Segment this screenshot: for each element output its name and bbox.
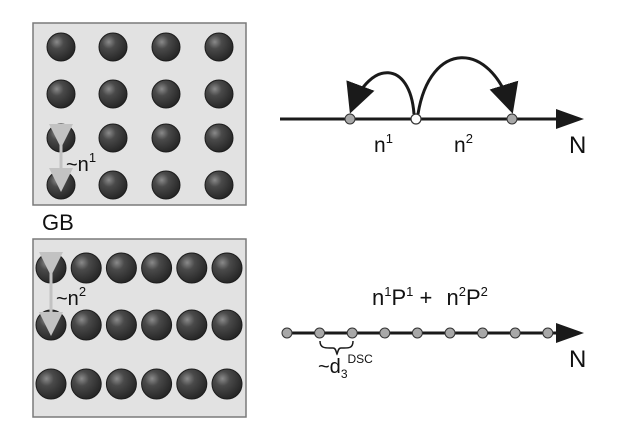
atom bbox=[141, 252, 173, 284]
atom bbox=[70, 368, 102, 400]
bottom-spacing-label: ~n2 bbox=[56, 284, 86, 310]
dsc-label: ~d3DSC bbox=[318, 352, 373, 381]
axis-site bbox=[346, 327, 358, 339]
atom bbox=[70, 309, 102, 341]
atom bbox=[211, 368, 243, 400]
atom bbox=[35, 368, 67, 400]
atom bbox=[151, 170, 181, 200]
axis-site bbox=[509, 327, 521, 339]
bottom-axis-arrowhead bbox=[556, 323, 584, 343]
atom bbox=[98, 32, 128, 62]
atom bbox=[176, 368, 208, 400]
axis-site bbox=[281, 327, 293, 339]
axis-site bbox=[542, 327, 554, 339]
atom bbox=[151, 32, 181, 62]
atom bbox=[211, 309, 243, 341]
axis-site bbox=[411, 327, 423, 339]
atom bbox=[151, 79, 181, 109]
axis-site bbox=[477, 327, 489, 339]
atom bbox=[98, 170, 128, 200]
axis-site bbox=[379, 327, 391, 339]
atom bbox=[204, 32, 234, 62]
top-axis-label: N bbox=[569, 132, 586, 159]
top-lattice-atoms bbox=[46, 32, 234, 200]
atom bbox=[211, 252, 243, 284]
atom bbox=[105, 252, 137, 284]
label-n2: n2 bbox=[454, 131, 473, 157]
atom bbox=[105, 309, 137, 341]
top-site-center bbox=[410, 113, 422, 125]
bottom-lattice-panel bbox=[32, 238, 247, 418]
atom bbox=[204, 170, 234, 200]
top-site-left bbox=[344, 113, 356, 125]
top-axis-arrowhead bbox=[556, 109, 584, 129]
atom bbox=[46, 79, 76, 109]
hop-arrow-n1 bbox=[346, 71, 416, 115]
top-site-right bbox=[506, 113, 518, 125]
gb-label: GB bbox=[42, 210, 74, 235]
atom bbox=[105, 368, 137, 400]
axis-site bbox=[444, 327, 456, 339]
atom bbox=[70, 252, 102, 284]
atom bbox=[176, 309, 208, 341]
atom bbox=[98, 79, 128, 109]
top-spacing-label: ~n1 bbox=[66, 150, 96, 176]
atom bbox=[141, 309, 173, 341]
hop-arrow-n2 bbox=[416, 56, 519, 115]
bottom-axis-label: N bbox=[569, 346, 586, 373]
atom bbox=[141, 368, 173, 400]
axis-site bbox=[314, 327, 326, 339]
formula-label: n1P1 + n2P2 bbox=[372, 284, 488, 310]
atom bbox=[176, 252, 208, 284]
label-n1: n1 bbox=[374, 131, 393, 157]
atom bbox=[204, 79, 234, 109]
atom bbox=[46, 32, 76, 62]
dsc-brace bbox=[319, 340, 354, 356]
atom bbox=[98, 123, 128, 153]
atom bbox=[151, 123, 181, 153]
bottom-axis-sites bbox=[281, 327, 554, 339]
atom bbox=[204, 123, 234, 153]
